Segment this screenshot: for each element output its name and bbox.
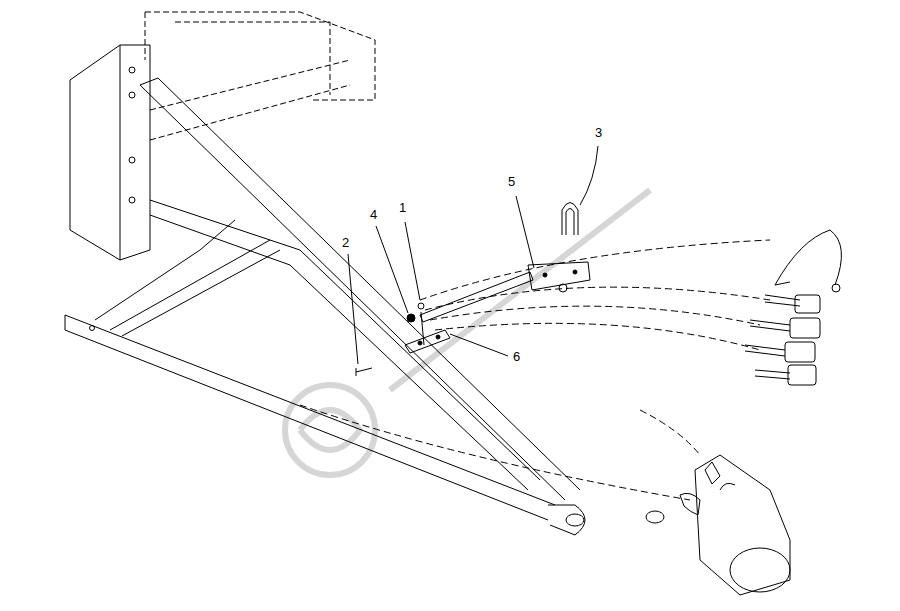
hoses <box>300 240 770 500</box>
bracket-plate <box>528 262 590 290</box>
headstock <box>145 12 375 140</box>
u-bolt <box>562 203 578 236</box>
bolt <box>421 312 424 345</box>
main-beam <box>140 78 580 500</box>
callout-number: 2 <box>341 236 350 250</box>
callout-number: 5 <box>507 175 516 189</box>
lower-beam <box>65 315 555 520</box>
callout-number: 6 <box>512 350 521 364</box>
diagonal-beam <box>150 200 540 490</box>
plate-holes <box>129 67 135 203</box>
plate-edge <box>120 45 121 260</box>
side-plate <box>70 45 150 260</box>
leader-lines <box>348 146 598 364</box>
couplers <box>745 230 841 385</box>
bolt <box>356 368 372 376</box>
nut <box>559 284 567 292</box>
callout-number: 4 <box>369 208 378 222</box>
hitch <box>548 505 585 535</box>
pump <box>646 455 790 595</box>
callout-number: 1 <box>398 201 407 215</box>
callout-number: 3 <box>594 126 603 140</box>
hitch-eye <box>566 514 584 526</box>
hole <box>90 326 95 331</box>
cross-beam <box>95 220 280 336</box>
nut <box>407 314 415 322</box>
clamp <box>405 330 450 353</box>
bracket-bar <box>420 272 533 322</box>
